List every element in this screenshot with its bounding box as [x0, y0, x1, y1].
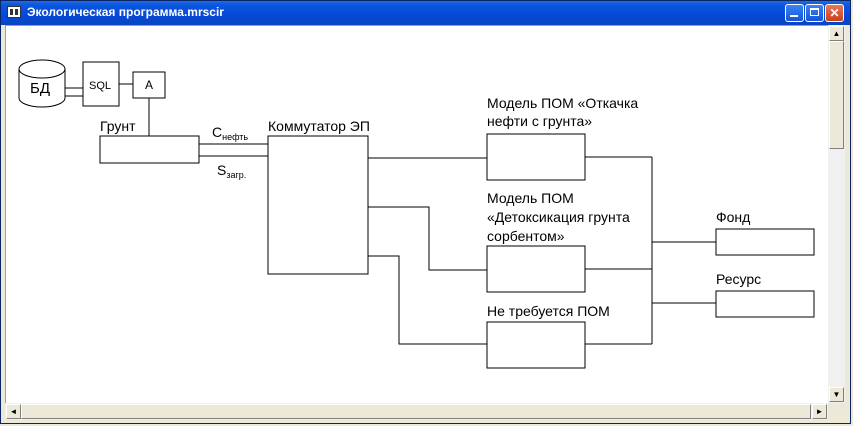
sql-label: SQL [89, 80, 111, 92]
minimize-button[interactable] [785, 4, 804, 22]
connector-switch-model2 [368, 206, 487, 271]
fund-label: Фонд [716, 209, 750, 225]
scroll-down-button[interactable]: ▼ [829, 387, 844, 402]
s-label: Sзагр. [217, 162, 246, 180]
database-cylinder[interactable] [18, 59, 66, 108]
db-label: БД [30, 80, 50, 97]
scrollbar-corner [828, 403, 845, 420]
model3-box[interactable] [486, 321, 586, 369]
connector-switch-model3 [368, 255, 487, 345]
model2-label-line1: Модель ПОМ [487, 190, 574, 206]
model1-label-line2: нефти с грунта» [487, 113, 592, 129]
scroll-up-button[interactable]: ▲ [829, 26, 844, 41]
s-main: S [217, 162, 226, 178]
scroll-left-button[interactable]: ◄ [6, 404, 21, 419]
c-label: Cнефть [212, 124, 248, 142]
c-sub: нефть [222, 132, 248, 142]
switch-box[interactable] [267, 135, 369, 275]
diagram-canvas[interactable]: БД SQL A Грунт Cнефть Sзагр. Коммутатор … [5, 25, 828, 403]
app-icon[interactable] [7, 6, 21, 18]
soil-label: Грунт [100, 118, 136, 134]
minimize-icon [790, 15, 798, 17]
resource-box[interactable] [715, 290, 815, 318]
maximize-button[interactable] [805, 4, 824, 22]
model2-label-line2: «Детоксикация грунта [487, 209, 630, 225]
diagram-svg: БД SQL A Грунт Cнефть Sзагр. Коммутатор … [18, 59, 815, 369]
maximize-icon [810, 8, 819, 16]
model3-label: Не требуется ПОМ [487, 303, 610, 319]
soil-box[interactable] [99, 135, 200, 164]
model2-box[interactable] [486, 245, 586, 293]
model2-label-line3: сорбентом» [487, 228, 565, 244]
a-label: A [145, 78, 153, 92]
s-sub: загр. [226, 170, 246, 180]
model1-label-line1: Модель ПОМ «Откачка [487, 95, 638, 111]
horizontal-scrollbar[interactable]: ◄ ► [5, 403, 828, 420]
scroll-right-button[interactable]: ► [812, 404, 827, 419]
model1-box[interactable] [486, 133, 586, 181]
c-main: C [212, 124, 222, 140]
close-button[interactable]: ✕ [825, 4, 844, 22]
window-title: Экологическая программа.mrscir [27, 5, 224, 19]
resource-label: Ресурс [716, 271, 761, 287]
vertical-scrollbar[interactable]: ▲ ▼ [828, 25, 845, 403]
switch-label: Коммутатор ЭП [268, 118, 370, 134]
horizontal-scroll-thumb[interactable] [21, 404, 811, 419]
vertical-scroll-thumb[interactable] [829, 41, 844, 149]
title-bar[interactable]: Экологическая программа.mrscir ✕ [1, 1, 850, 25]
fund-box[interactable] [715, 228, 815, 256]
